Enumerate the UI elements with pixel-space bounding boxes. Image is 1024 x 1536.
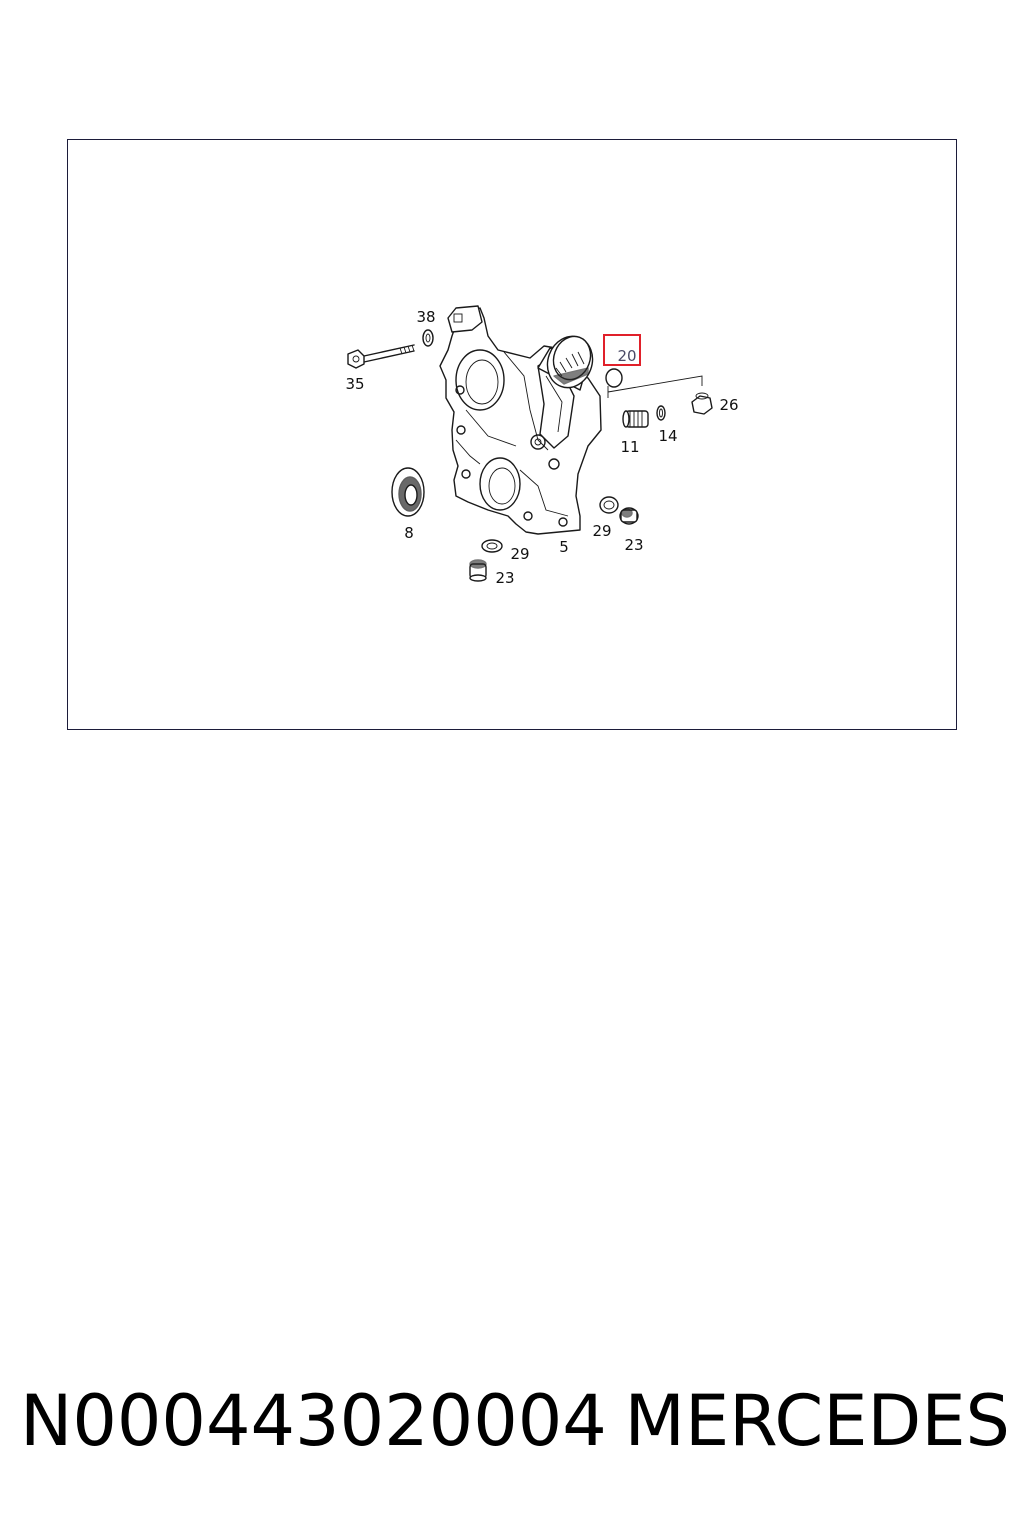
part-8-shaft-seal — [391, 467, 425, 517]
callout-29-right: 29 — [592, 522, 611, 540]
part-35-bolt — [347, 344, 415, 369]
part-number: N000443020004 — [20, 1380, 607, 1462]
part-20-plug — [605, 368, 623, 388]
part-29-seal-ring-right — [599, 496, 619, 514]
callout-38: 38 — [416, 308, 435, 326]
part-11-threaded-plug — [622, 410, 649, 428]
caption: N000443020004 MERCEDES — [20, 1376, 1010, 1466]
exploded-parts-diagram: 35 38 20 26 11 14 8 5 29 23 29 23 — [345, 305, 739, 587]
callout-14: 14 — [658, 427, 677, 445]
part-23-screw-plug-right — [619, 507, 639, 525]
leader-bracket-26 — [607, 375, 703, 398]
callout-35: 35 — [345, 375, 364, 393]
callout-26: 26 — [719, 396, 738, 414]
callout-23-right: 23 — [624, 536, 643, 554]
callout-8: 8 — [404, 524, 414, 542]
part-38-washer — [422, 329, 434, 347]
callout-23-lower: 23 — [495, 569, 514, 587]
part-14-seal-ring — [656, 405, 666, 421]
part-23-screw-plug-lower — [469, 559, 487, 582]
parts-diagram-frame: 35 38 20 26 11 14 8 5 29 23 29 23 — [67, 139, 957, 730]
callout-29-lower: 29 — [510, 545, 529, 563]
brand-name: MERCEDES — [624, 1380, 1010, 1462]
part-29-seal-ring-lower — [481, 539, 503, 553]
highlight-box-20 — [603, 334, 641, 366]
oil-filter-cap — [537, 335, 594, 391]
part-26-hex-plug — [691, 392, 713, 415]
callout-5: 5 — [559, 538, 569, 556]
callout-20: 20 — [617, 347, 636, 365]
callout-11: 11 — [620, 438, 639, 456]
